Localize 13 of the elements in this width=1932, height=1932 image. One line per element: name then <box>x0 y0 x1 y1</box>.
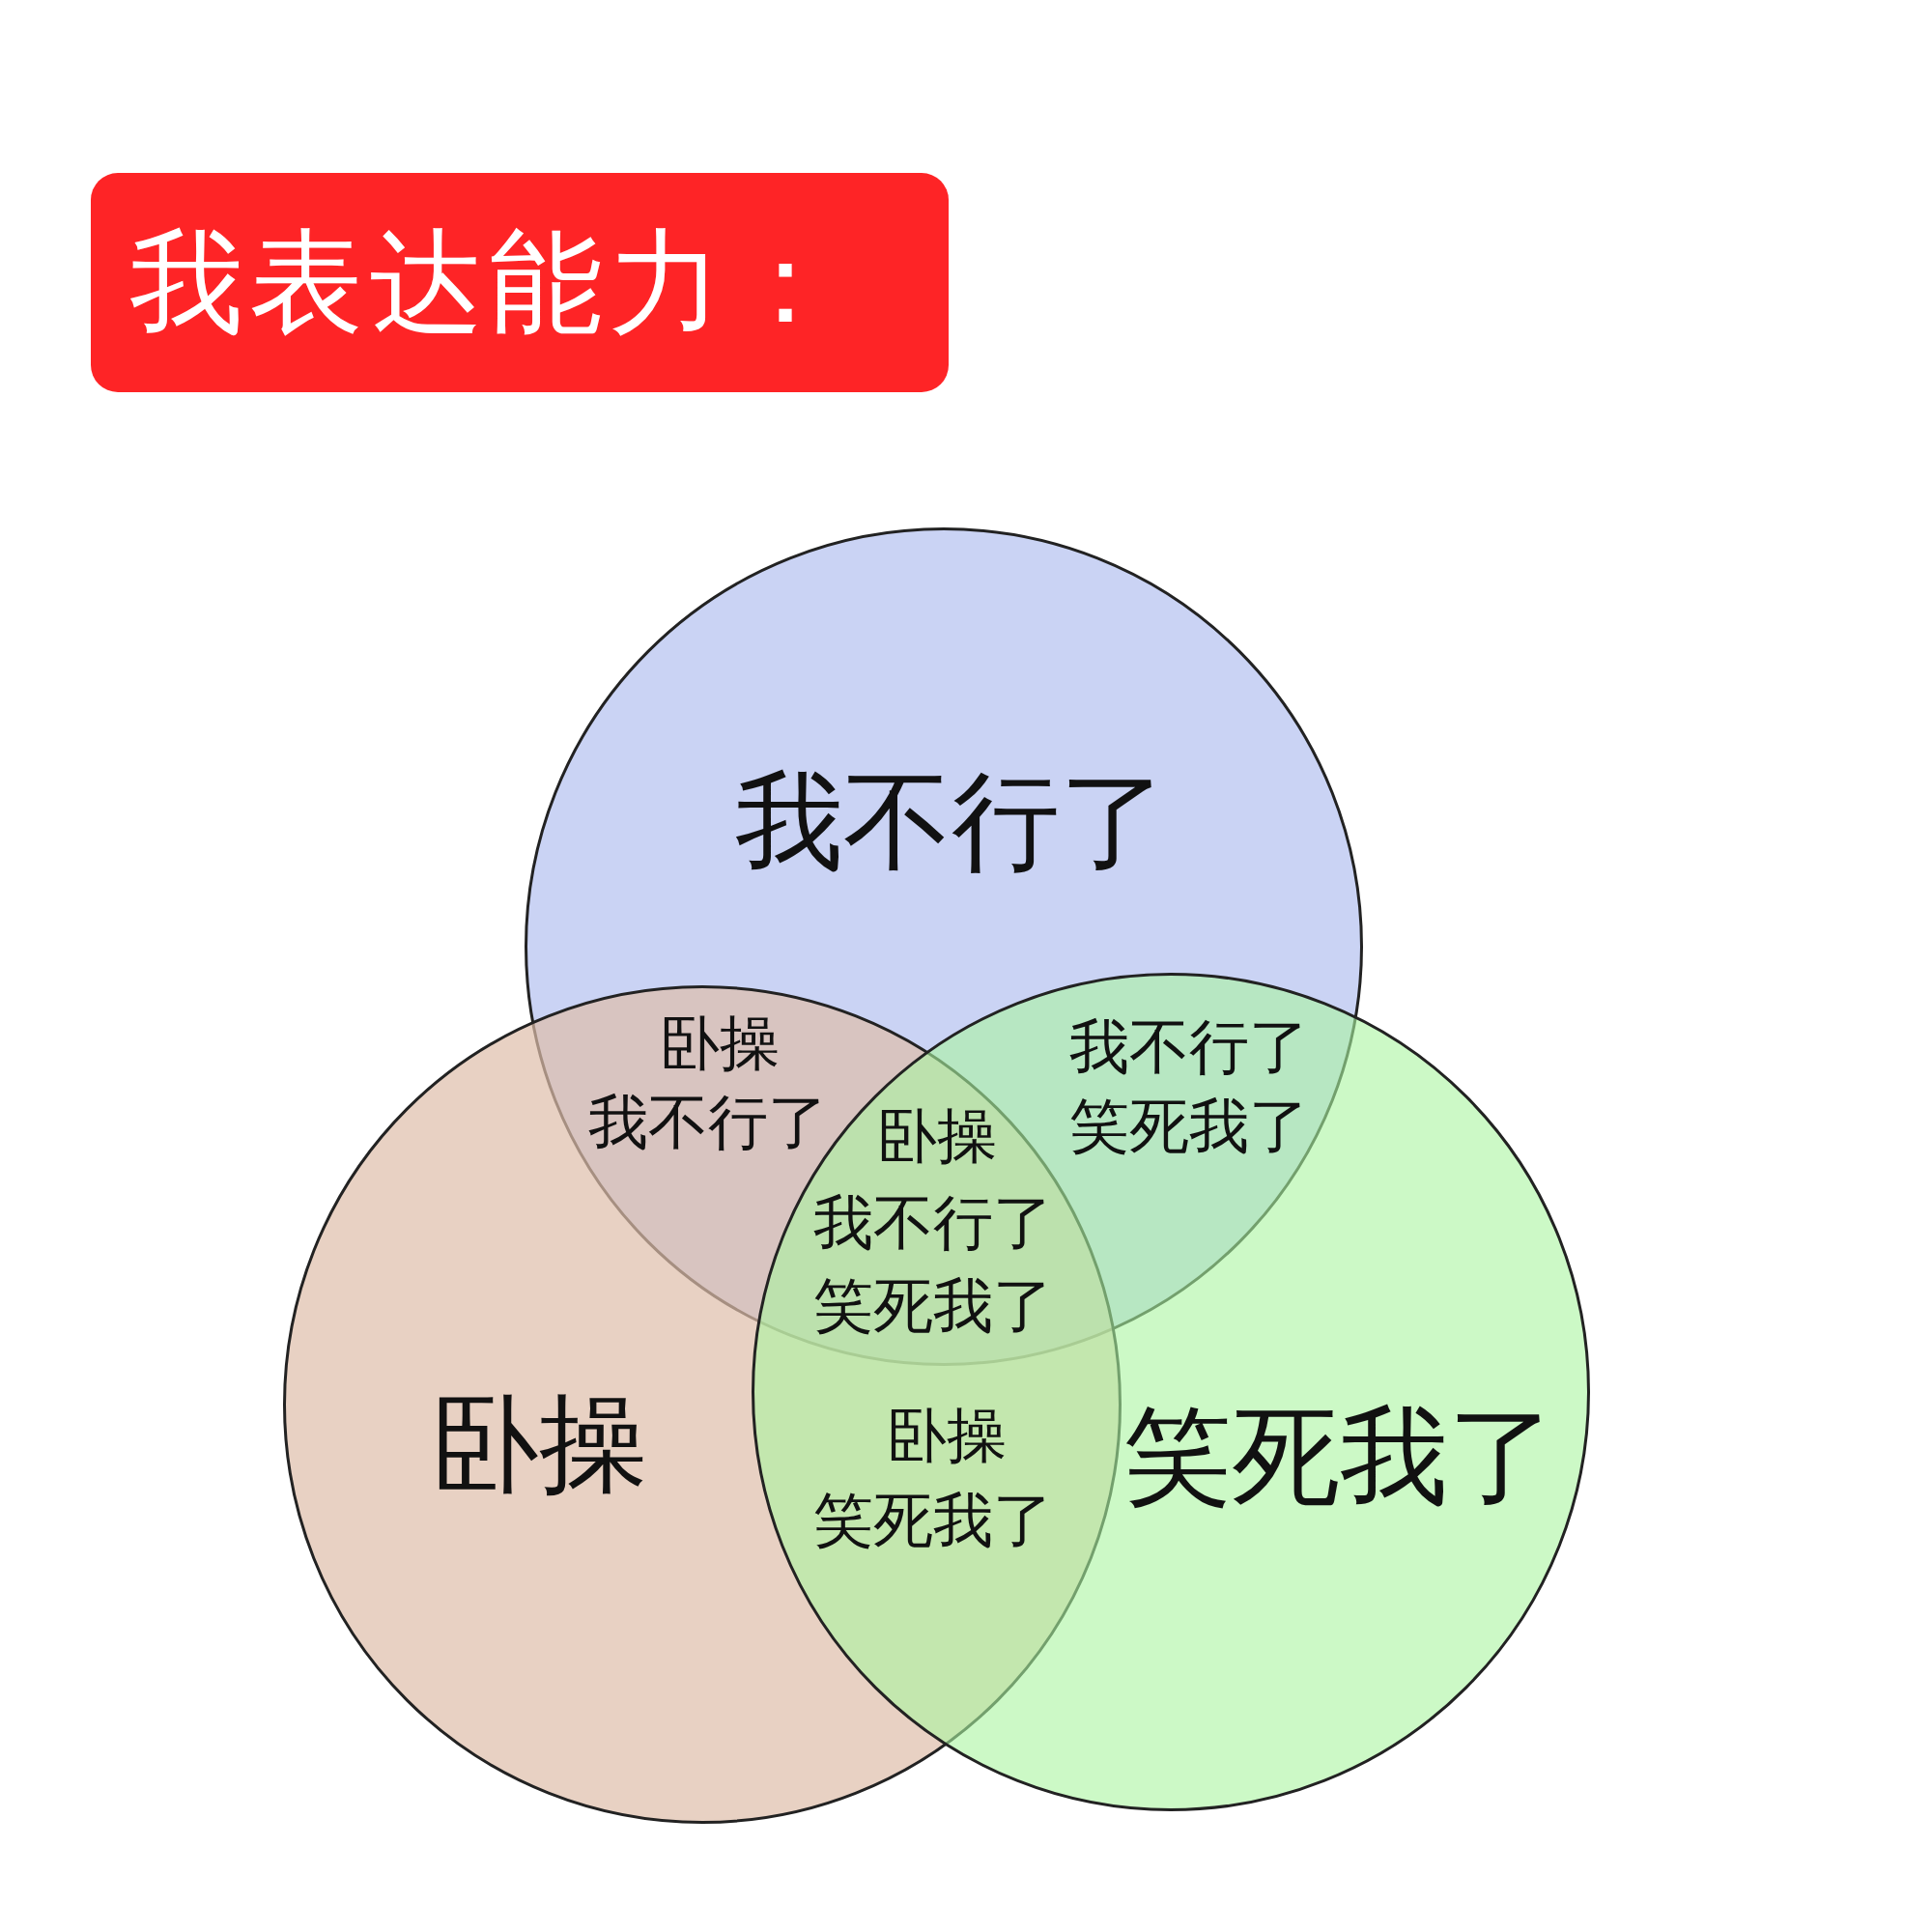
set-label: 我不行了 <box>735 756 1168 886</box>
overlap-label: 我不行了 <box>588 1086 828 1159</box>
overlap-label: 卧操 <box>877 1099 997 1173</box>
overlap-label: 我不行了 <box>813 1186 1053 1260</box>
set-label: 卧操 <box>431 1378 647 1508</box>
overlap-label: 卧操 <box>660 1007 780 1080</box>
overlap-label: 笑死我了 <box>813 1484 1053 1557</box>
overlap-label: 我不行了 <box>1069 1010 1309 1084</box>
overlap-label: 卧操 <box>887 1399 1007 1472</box>
overlap-label: 笑死我了 <box>1069 1090 1309 1163</box>
title-banner: 我表达能力： <box>91 173 949 392</box>
overlap-label: 笑死我了 <box>813 1269 1053 1343</box>
set-label: 笑死我了 <box>1123 1391 1556 1520</box>
